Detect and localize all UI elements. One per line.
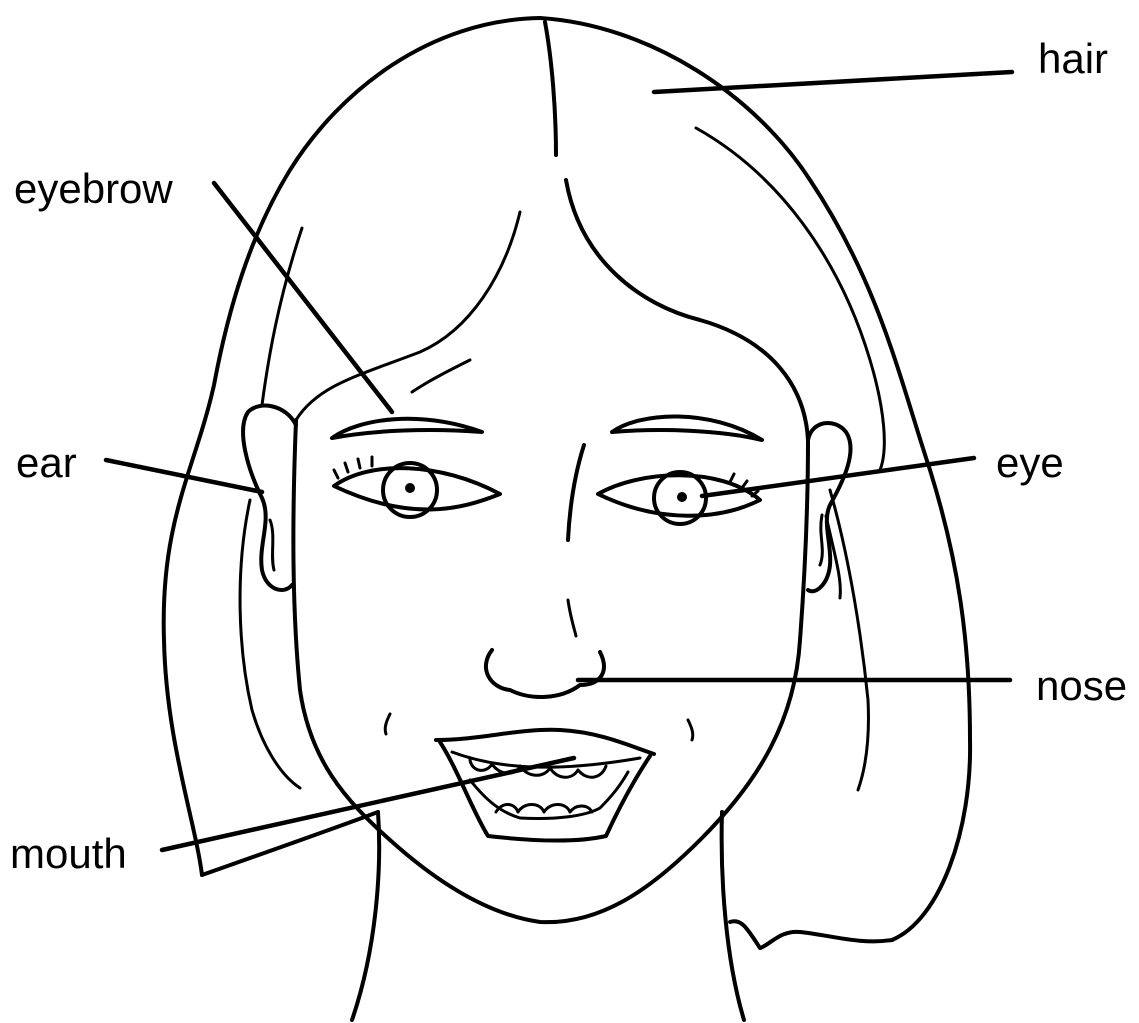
label-ear: ear [16, 439, 77, 486]
left-eye [334, 457, 500, 517]
mouth-drawing [436, 730, 654, 841]
nose-drawing [486, 445, 604, 697]
right-ear [808, 423, 851, 591]
label-eyebrow: eyebrow [14, 165, 173, 212]
left-dimple [385, 714, 390, 734]
label-nose: nose [1036, 662, 1127, 709]
label-mouth: mouth [10, 830, 127, 877]
label-eye: eye [996, 439, 1064, 486]
left-ear [243, 406, 296, 590]
left-eyebrow [332, 419, 482, 438]
hair-leader [654, 72, 1012, 92]
right-eyebrow [612, 416, 762, 440]
eyebrow-leader [214, 183, 392, 412]
label-hair: hair [1038, 35, 1108, 82]
right-eye [598, 472, 760, 524]
right-dimple [688, 720, 693, 740]
